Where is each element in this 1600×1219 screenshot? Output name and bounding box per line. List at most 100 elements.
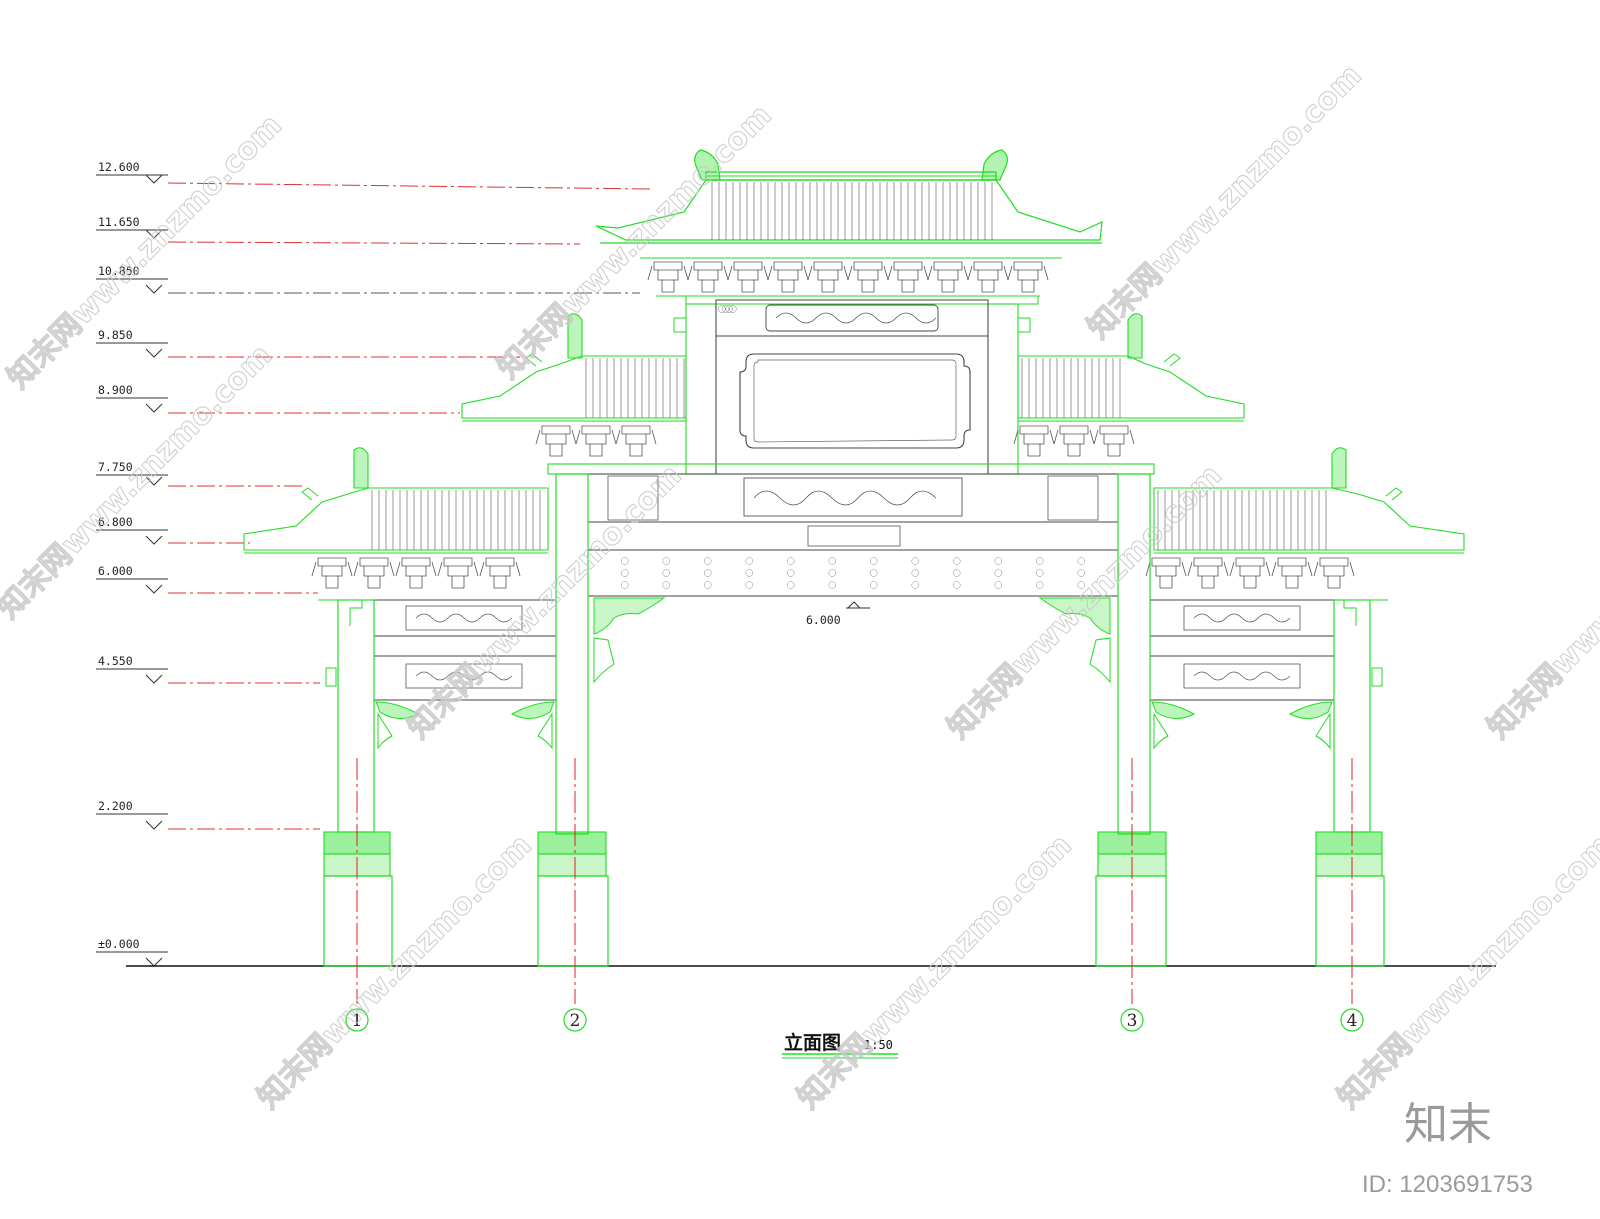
middle-roof-right xyxy=(1013,313,1245,457)
column-2 xyxy=(537,473,609,967)
carving-detail xyxy=(994,581,1002,589)
level-label: 2.200 xyxy=(98,799,133,813)
level-2200: 2.200 xyxy=(96,799,320,830)
side-roof-left xyxy=(243,447,549,589)
carving-detail xyxy=(911,569,919,577)
carving-detail xyxy=(704,557,712,565)
carving-detail xyxy=(745,581,753,589)
carving-detail xyxy=(662,557,670,565)
dougong-bracket xyxy=(767,261,809,293)
carving-detail xyxy=(704,581,712,589)
dougong-bracket xyxy=(927,261,969,293)
watermark-text: 知末网www.znzmo.com xyxy=(491,98,779,386)
carving-detail xyxy=(787,557,795,565)
carving-detail xyxy=(953,557,961,565)
axis-bubble-3: 3 xyxy=(1120,1008,1144,1032)
dougong-bracket xyxy=(727,261,769,293)
image-id: ID: 1203691753 xyxy=(1362,1171,1533,1198)
level-11650: 11.650 xyxy=(96,215,581,245)
carving-detail xyxy=(911,581,919,589)
dougong-bracket xyxy=(887,261,929,293)
carving-detail xyxy=(1077,569,1085,577)
carving-detail xyxy=(994,557,1002,565)
level-label: 6.800 xyxy=(98,515,133,529)
level-label: 4.550 xyxy=(98,654,133,668)
dougong-bracket xyxy=(967,261,1009,293)
name-plaque xyxy=(739,353,971,449)
carving-detail xyxy=(1036,557,1044,565)
axis-label: 3 xyxy=(1127,1011,1138,1031)
carving-detail xyxy=(1036,581,1044,589)
dougong-bracket xyxy=(1013,425,1055,457)
level-6000: 6.000 xyxy=(96,564,318,594)
level-4550: 4.550 xyxy=(96,654,320,684)
dougong-bracket xyxy=(1313,557,1355,589)
level-7750: 7.750 xyxy=(96,460,305,487)
dougong-bracket xyxy=(1229,557,1271,589)
carving-detail xyxy=(870,581,878,589)
level-9850: 9.850 xyxy=(96,328,520,358)
watermark-text: 知末网www.znzmo.com xyxy=(941,458,1229,746)
dougong-bracket xyxy=(647,261,689,293)
level-label: 9.850 xyxy=(98,328,133,342)
carving-detail xyxy=(870,557,878,565)
dougong-bracket xyxy=(479,557,521,589)
carving-detail xyxy=(725,305,733,313)
axis-bubbles: 1 2 3 4 xyxy=(345,1008,1364,1032)
carving-detail xyxy=(729,305,737,313)
carving-detail xyxy=(828,557,836,565)
axis-bubble-1: 1 xyxy=(345,1008,369,1032)
carving-detail xyxy=(1077,557,1085,565)
drawing-title: 立面图 1:50 xyxy=(782,1031,898,1059)
carving-detail xyxy=(787,581,795,589)
carving-detail xyxy=(621,569,629,577)
level-12600: 12.600 xyxy=(96,160,651,190)
carving-detail xyxy=(953,581,961,589)
level-10850: 10.850 xyxy=(96,264,640,294)
axis-label: 1 xyxy=(352,1011,363,1031)
dougong-bracket xyxy=(575,425,617,457)
dougong-bracket xyxy=(807,261,849,293)
level-label: 8.900 xyxy=(98,383,133,397)
carving-detail xyxy=(662,581,670,589)
carving-detail xyxy=(870,569,878,577)
column-1 xyxy=(318,599,393,967)
level-label: 10.850 xyxy=(98,264,140,278)
carving-detail xyxy=(787,569,795,577)
middle-roof-left xyxy=(461,313,687,457)
level-label: 12.600 xyxy=(98,160,140,174)
axis-bubble-2: 2 xyxy=(563,1008,587,1032)
dougong-bracket xyxy=(311,557,353,589)
carving-detail xyxy=(1077,581,1085,589)
level-label: 11.650 xyxy=(98,215,140,229)
carving-detail xyxy=(994,569,1002,577)
upper-roof xyxy=(595,149,1103,297)
column-4 xyxy=(1315,599,1388,967)
axis-label: 2 xyxy=(570,1011,581,1031)
watermark-text: 知末网www.znzmo.com xyxy=(1081,58,1369,346)
dougong-bracket xyxy=(1145,557,1187,589)
carving-detail xyxy=(621,581,629,589)
drawing-scale: 1:50 xyxy=(864,1038,893,1052)
watermarks: 知末网www.znzmo.com 知末网www.znzmo.com 知末网www… xyxy=(0,57,1600,1116)
dougong-bracket xyxy=(353,557,395,589)
carving-detail xyxy=(662,569,670,577)
carving-detail xyxy=(828,581,836,589)
level-label: 7.750 xyxy=(98,460,133,474)
carving-detail xyxy=(745,557,753,565)
carving-detail xyxy=(621,557,629,565)
center-level-label: 6.000 xyxy=(806,613,841,627)
carving-detail xyxy=(911,557,919,565)
carving-detail xyxy=(745,569,753,577)
dougong-bracket xyxy=(1053,425,1095,457)
central-upper-frame xyxy=(673,295,1039,475)
side-bay-right xyxy=(1149,599,1335,750)
carving-detail xyxy=(721,305,730,313)
dougong-bracket xyxy=(1271,557,1313,589)
dougong-bracket xyxy=(847,261,889,293)
dougong-bracket xyxy=(1007,261,1049,293)
level-0000: ±0.000 xyxy=(96,937,168,967)
watermark-text: 知末网www.znzmo.com xyxy=(791,828,1079,1116)
carving-detail xyxy=(704,569,712,577)
